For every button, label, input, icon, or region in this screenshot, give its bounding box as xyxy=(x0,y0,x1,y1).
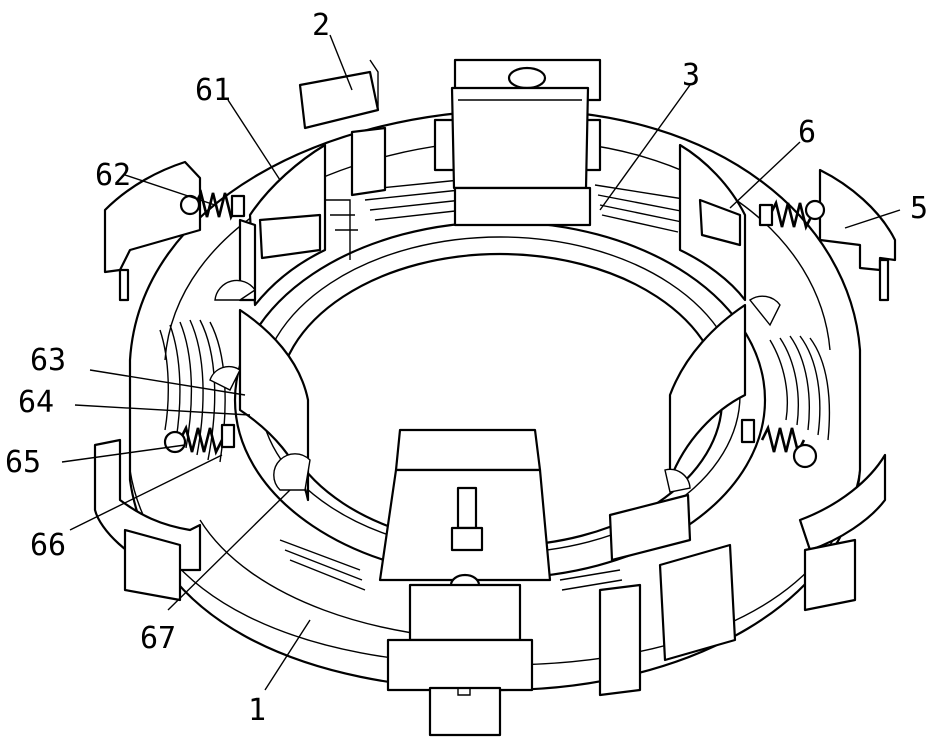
label-64: 64 xyxy=(18,385,54,420)
plate-bottom-right-3 xyxy=(600,585,640,695)
top-clamp xyxy=(435,60,600,225)
label-66: 66 xyxy=(30,528,66,563)
label-3: 3 xyxy=(682,58,700,93)
bracket-top-left xyxy=(352,128,385,195)
label-62: 62 xyxy=(95,158,131,193)
label-61: 61 xyxy=(195,73,231,108)
label-65: 65 xyxy=(5,445,41,480)
label-6: 6 xyxy=(798,115,816,150)
spring-upper-right xyxy=(760,201,824,227)
part-2-block xyxy=(300,72,378,128)
label-67: 67 xyxy=(140,621,176,656)
plate-bottom-right-2 xyxy=(660,545,735,660)
label-5: 5 xyxy=(910,191,928,226)
label-2: 2 xyxy=(312,8,330,43)
label-1: 1 xyxy=(248,693,266,728)
label-63: 63 xyxy=(30,343,66,378)
